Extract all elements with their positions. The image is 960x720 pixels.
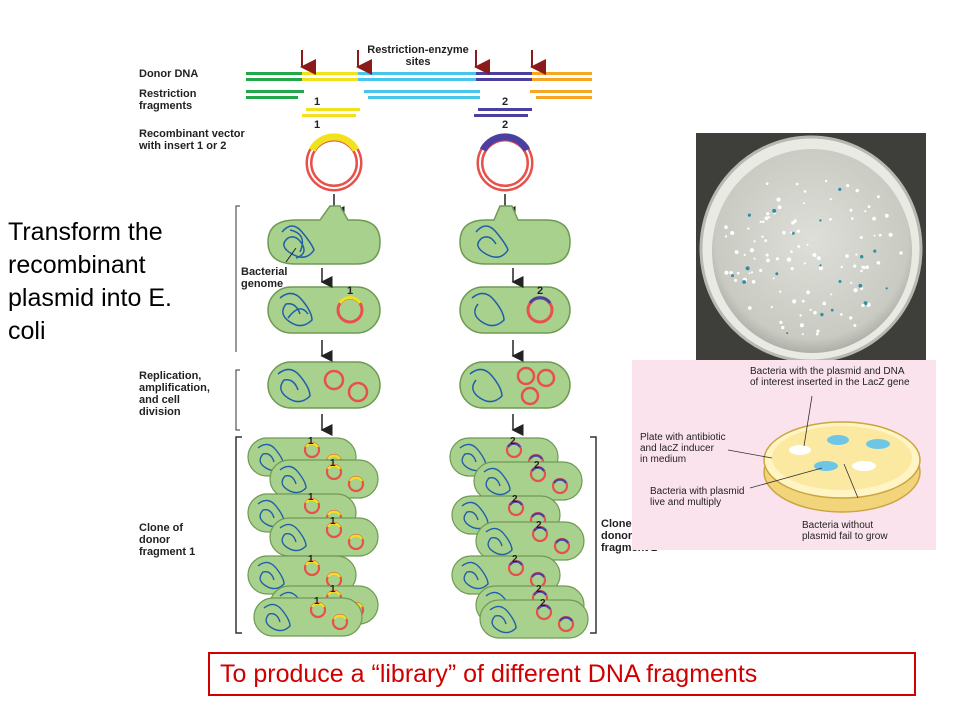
clone-insert-number: 2 (512, 554, 518, 565)
transform-instruction: Transform the recombinant plasmid into E… (8, 216, 238, 348)
label-restriction-enzyme-sites: Restriction-enzyme sites (360, 44, 476, 68)
label-line: in medium (640, 454, 687, 465)
cell-right-uptake (459, 205, 571, 265)
fragment-1-number: 1 (314, 96, 321, 108)
clone-cell: 2 (473, 460, 583, 501)
side-text-line: recombinant (8, 251, 146, 279)
cell-right-replicating (459, 361, 571, 409)
label-line: genome (241, 278, 284, 290)
label-restriction-fragments: Restriction fragments (139, 88, 196, 112)
clone-insert-number: 2 (512, 494, 518, 505)
label-line: Recombinant vector (139, 128, 245, 140)
colony-dots (724, 179, 903, 336)
clone-cell: 1 (269, 516, 379, 557)
label-recombinant-vector: Recombinant vector with insert 1 or 2 (139, 128, 245, 152)
clone-insert-number: 1 (308, 492, 314, 503)
white-colony (852, 461, 876, 471)
restriction-fragments (246, 90, 592, 117)
label-line: plasmid fail to grow (802, 531, 888, 542)
label-line: Bacteria with the plasmid and DNA (750, 366, 905, 377)
label-line: donor (601, 530, 633, 542)
label-line: and lacZ inducer (640, 443, 714, 454)
fragment-2-number: 2 (502, 96, 509, 108)
clone-insert-number: 2 (536, 520, 542, 531)
cell-left-replicating (267, 361, 381, 409)
side-text-line: coli (8, 317, 46, 345)
label-line: Replication, (139, 370, 202, 382)
label-line: Bacteria with plasmid (650, 486, 745, 497)
label-line: fragments (139, 100, 193, 112)
plate-label-middle: Bacteria with plasmid live and multiply (650, 486, 744, 508)
label-replication: Replication, amplification, and cell div… (139, 370, 210, 418)
recombinant-vector-1 (305, 133, 363, 192)
clone-insert-number: 1 (330, 516, 336, 527)
clone-cell: 1 (269, 458, 379, 499)
clone-insert-number: 2 (510, 436, 516, 447)
donor-dna (246, 72, 592, 81)
clone-insert-number: 2 (534, 460, 540, 471)
label-line: fragment 1 (139, 546, 196, 558)
clone-cell: 2 (479, 598, 589, 639)
label-line: amplification, (139, 382, 210, 394)
label-line: Plate with antibiotic (640, 432, 726, 443)
label-line: division (139, 406, 181, 418)
clone-insert-number: 1 (308, 436, 314, 447)
label-line: Restriction-enzyme (367, 44, 469, 56)
label-line: Bacteria without (802, 520, 874, 531)
clone-insert-number: 1 (330, 584, 336, 595)
vector-2-number: 2 (502, 119, 509, 131)
clone-cell: 2 (475, 520, 585, 561)
label-line: Clone of (139, 522, 183, 534)
white-colony (789, 445, 811, 455)
clone-insert-number: 2 (536, 584, 542, 595)
plate-label-top: Bacteria with the plasmid and DNA of int… (750, 366, 910, 388)
cell-left-uptake (267, 205, 381, 265)
label-line: live and multiply (650, 497, 722, 508)
clone-insert-number: 1 (314, 596, 320, 607)
restriction-site-arrows (300, 50, 546, 75)
clone-stack-fragment-2: 2 2 2 2 2 2 2 (449, 436, 589, 639)
vector-1-number: 1 (314, 119, 321, 131)
cell-2-insert-number: 2 (537, 285, 544, 297)
clone-cell: 1 (253, 596, 363, 637)
plate-label-bottom: Bacteria without plasmid fail to grow (802, 520, 888, 542)
blue-colony (827, 435, 849, 445)
label-clone-fragment-1: Clone of donor fragment 1 (139, 522, 195, 558)
library-banner: To produce a “library” of different DNA … (208, 652, 916, 696)
plate-label-left: Plate with antibiotic and lacZ inducer i… (640, 432, 726, 465)
label-line: Bacterial (241, 266, 288, 278)
clone-insert-number: 1 (330, 458, 336, 469)
blue-colony (866, 439, 890, 449)
clone-insert-number: 1 (308, 554, 314, 565)
recombinant-vector-2 (476, 133, 534, 192)
label-bacterial-genome: Bacterial genome (241, 266, 287, 290)
cell-right-transformed (459, 286, 571, 334)
clone-insert-number: 2 (540, 598, 546, 609)
plate-drawing (727, 395, 921, 513)
label-line: sites (405, 56, 431, 68)
cell-left-transformed (267, 286, 381, 334)
label-line: of interest inserted in the LacZ gene (750, 377, 910, 388)
label-line: Restriction (139, 88, 197, 100)
clone-cell: 1 (247, 554, 357, 595)
side-text-line: Transform the (8, 218, 163, 246)
label-line: donor (139, 534, 171, 546)
cell-1-insert-number: 1 (347, 285, 354, 297)
side-text-line: plasmid into E. (8, 284, 172, 312)
plate-illustration: Bacteria with the plasmid and DNA of int… (632, 360, 936, 550)
label-donor-dna: Donor DNA (139, 68, 199, 80)
label-line: and cell (139, 394, 180, 406)
petri-dish-photo (696, 133, 926, 365)
label-line: with insert 1 or 2 (139, 140, 227, 152)
